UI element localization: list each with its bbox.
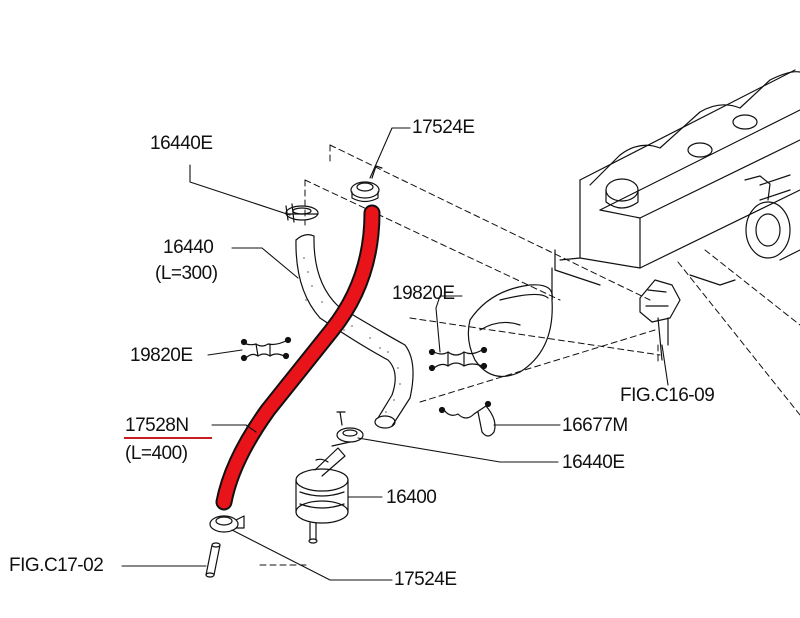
clip-right <box>428 346 488 372</box>
leader-lines <box>121 127 669 581</box>
label-16677m: 16677M <box>562 415 628 436</box>
label-17524e-bottom: 17524E <box>394 569 457 590</box>
label-17528n-underline <box>124 437 212 439</box>
engine-port <box>639 274 736 361</box>
clamp-mid <box>336 411 364 443</box>
label-16440-length: (L=300) <box>155 263 218 284</box>
clamp-top-left <box>285 203 319 223</box>
pipe-fitting <box>205 542 221 578</box>
assembly-lines <box>259 144 800 566</box>
label-16440e-mid: 16440E <box>562 452 625 473</box>
label-19820e-left: 19820E <box>130 345 193 366</box>
label-16400: 16400 <box>386 487 437 508</box>
clamp-top <box>350 165 383 203</box>
label-fig-c17-02: FIG.C17-02 <box>9 555 104 576</box>
engine-head <box>554 69 800 286</box>
label-16440: 16440 <box>163 237 214 258</box>
label-fig-c16-09: FIG.C16-09 <box>620 385 715 406</box>
vacuum-cap <box>467 267 553 378</box>
label-19820e-right: 19820E <box>392 283 455 304</box>
clip-left <box>240 336 292 362</box>
fuel-filter <box>295 441 351 544</box>
label-17528n: 17528N <box>125 415 189 436</box>
clip-16677m <box>438 400 496 437</box>
clamp-bottom <box>209 515 245 533</box>
label-16440e-top: 16440E <box>150 133 213 154</box>
label-17528n-length: (L=400) <box>125 443 188 464</box>
label-17524e-top: 17524E <box>412 117 475 138</box>
upper-hose <box>295 234 414 429</box>
highlight-hose <box>217 206 379 509</box>
